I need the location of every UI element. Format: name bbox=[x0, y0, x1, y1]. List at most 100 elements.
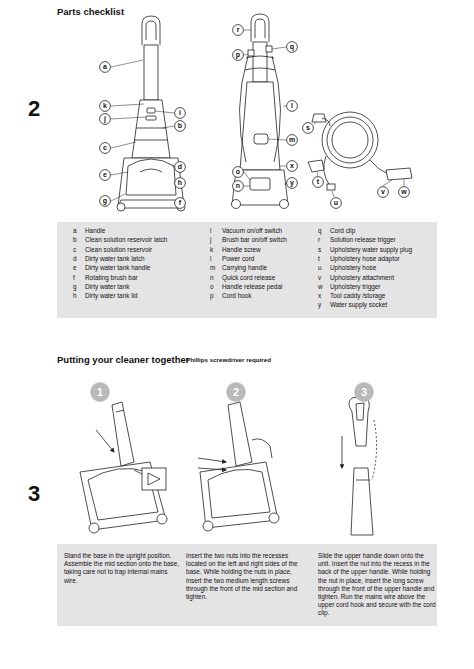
step-1-illustration-stroke bbox=[157, 514, 167, 524]
part-letter: q bbox=[318, 227, 322, 235]
circle-outline bbox=[303, 123, 314, 134]
upholstery-hose-stroke bbox=[322, 118, 330, 126]
step-2-illustration-stroke bbox=[269, 513, 279, 523]
upholstery-hose-stroke bbox=[322, 112, 378, 168]
callout-circle: g bbox=[99, 195, 111, 207]
callout-letter: u bbox=[330, 197, 342, 209]
part-letter: g bbox=[73, 283, 77, 291]
part-name: Tool caddy /storage bbox=[330, 292, 385, 300]
back-view-stroke bbox=[240, 82, 280, 170]
page-section-number: 2 bbox=[28, 96, 40, 122]
callout-letter: v bbox=[377, 186, 389, 198]
callout-circle: b bbox=[174, 120, 186, 132]
step-1-illustration bbox=[80, 402, 167, 533]
step-2-illustration-stroke bbox=[203, 521, 213, 531]
part-name: Carrying handle bbox=[222, 264, 267, 272]
circle-outline bbox=[175, 198, 186, 209]
step-1-illustration-stroke bbox=[134, 470, 142, 474]
back-leader-lines-stroke bbox=[244, 30, 251, 31]
hose-leader-lines-stroke bbox=[383, 180, 392, 186]
back-view-stroke bbox=[232, 200, 241, 209]
callout-letter: h bbox=[174, 177, 186, 189]
step-number-circle: 2 bbox=[226, 382, 246, 402]
part-letter: p bbox=[210, 292, 214, 300]
callout-letter: q bbox=[286, 41, 298, 53]
front-view-stroke bbox=[134, 128, 168, 140]
step-3-illustration-stroke bbox=[372, 420, 377, 480]
step-2-illustration-stroke bbox=[198, 458, 226, 462]
section-heading: Parts checklist bbox=[57, 6, 124, 17]
front-view-stroke bbox=[146, 21, 156, 40]
step-3-illustration-stroke bbox=[356, 480, 370, 481]
part-letter: e bbox=[73, 264, 77, 272]
back-leader-lines-stroke bbox=[244, 172, 250, 180]
step-1-illustration-stroke bbox=[80, 462, 166, 530]
callout-letter: i bbox=[174, 107, 186, 119]
instruction-text: Stand the base in the upright position. … bbox=[64, 552, 182, 585]
callout-letter: f bbox=[174, 197, 186, 209]
upholstery-hose-stroke bbox=[324, 156, 330, 186]
step-2-illustration-stroke bbox=[200, 462, 278, 528]
callout-letter: s bbox=[302, 122, 314, 134]
part-letter: c bbox=[73, 246, 76, 254]
callout-letter: l bbox=[286, 100, 298, 112]
step-3-illustration-stroke bbox=[356, 403, 364, 420]
callout-letter: o bbox=[232, 166, 244, 178]
upholstery-hose-stroke bbox=[386, 168, 412, 180]
part-letter: t bbox=[318, 255, 320, 263]
callout-circle: j bbox=[99, 113, 111, 125]
callout-circle: f bbox=[174, 197, 186, 209]
circle-outline bbox=[399, 187, 410, 198]
callout-circle: p bbox=[232, 49, 244, 61]
callout-letter: r bbox=[232, 24, 244, 36]
circle-outline bbox=[175, 162, 186, 173]
back-leader-lines-stroke bbox=[244, 54, 248, 55]
callout-letter: t bbox=[312, 176, 324, 188]
instruction-text: Insert the two nuts into the recesses lo… bbox=[186, 552, 304, 601]
front-view-stroke bbox=[144, 45, 158, 100]
front-leader-lines-stroke bbox=[163, 126, 174, 128]
back-view-stroke bbox=[253, 42, 267, 82]
circle-outline bbox=[287, 101, 298, 112]
callout-circle: y bbox=[286, 177, 298, 189]
part-letter: j bbox=[210, 236, 211, 244]
front-leader-lines-stroke bbox=[111, 142, 136, 148]
circle-outline bbox=[175, 108, 186, 119]
circle-outline bbox=[100, 114, 111, 125]
step-2-illustration bbox=[198, 402, 279, 531]
callout-circle: t bbox=[312, 176, 324, 188]
part-name: Brush bar on/off switch bbox=[222, 236, 287, 244]
callout-circle: e bbox=[99, 169, 111, 181]
front-leader-lines-stroke bbox=[111, 172, 128, 175]
part-name: Quick cord release bbox=[222, 274, 275, 282]
callout-letter: b bbox=[174, 120, 186, 132]
step-number: 2 bbox=[226, 382, 246, 402]
callout-letter: y bbox=[286, 177, 298, 189]
back-view-stroke bbox=[266, 46, 272, 52]
part-name: Cord clip bbox=[330, 227, 355, 235]
tool-note: Phillips screwdriver required bbox=[186, 356, 271, 363]
step-1-illustration-stroke bbox=[116, 410, 124, 412]
callout-circle: i bbox=[174, 107, 186, 119]
front-view-stroke bbox=[117, 203, 125, 211]
parts-list-panel: aHandlebClean solution reservoir latchcC… bbox=[57, 222, 437, 318]
upholstery-hose-stroke bbox=[370, 160, 388, 174]
back-leader-lines-stroke bbox=[268, 139, 286, 140]
step-number-circle: 1 bbox=[90, 382, 110, 402]
circle-outline bbox=[100, 170, 111, 181]
callout-letter: x bbox=[286, 160, 298, 172]
part-letter: h bbox=[73, 292, 77, 300]
part-letter: o bbox=[210, 283, 214, 291]
front-view bbox=[117, 16, 185, 211]
front-view-stroke bbox=[142, 16, 160, 45]
callout-circle: r bbox=[232, 24, 244, 36]
part-name: Vacuum on/off switch bbox=[222, 227, 282, 235]
hose-leader-lines bbox=[314, 123, 404, 197]
part-letter: k bbox=[210, 246, 213, 254]
upholstery-hose-stroke bbox=[327, 184, 335, 190]
upholstery-hose-stroke bbox=[327, 117, 373, 163]
part-letter: a bbox=[73, 227, 77, 235]
upholstery-hose bbox=[308, 112, 412, 190]
circle-outline bbox=[233, 167, 244, 178]
front-leader-lines-stroke bbox=[111, 104, 144, 106]
